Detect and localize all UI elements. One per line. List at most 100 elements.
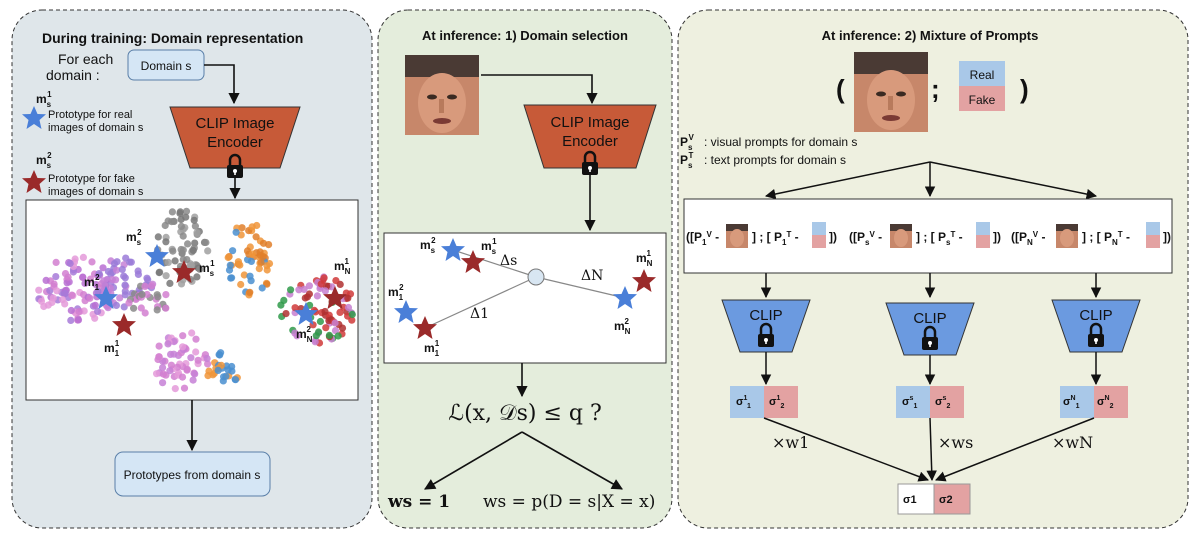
tsne-point <box>244 256 252 264</box>
tsne-point <box>291 304 299 312</box>
tsne-point <box>322 324 330 332</box>
tsne-point <box>141 309 149 317</box>
tsne-point <box>61 300 69 308</box>
clip-encoder-selection <box>523 104 657 169</box>
tsne-point <box>179 232 187 240</box>
weight-N-label: ×wN <box>1052 433 1093 452</box>
tsne-point <box>118 265 126 273</box>
tsne-point <box>67 306 75 315</box>
tsne-point <box>178 373 187 381</box>
tsne-point <box>331 327 340 335</box>
panel-selection-title: At inference: 1) Domain selection <box>422 28 628 43</box>
tsne-point <box>325 331 333 339</box>
tsne-point <box>313 292 321 300</box>
delta-N-label: ΔN <box>581 268 603 284</box>
tsne-point <box>91 301 99 309</box>
tsne-point <box>168 208 176 216</box>
tsne-point <box>338 324 347 332</box>
for-each-line2: domain : <box>46 67 100 83</box>
sel-label-m-12: m12 <box>388 283 404 302</box>
tsne-point <box>137 304 145 312</box>
tsne-point <box>86 275 95 283</box>
tsne-point <box>187 354 195 362</box>
tsne-point <box>166 367 174 375</box>
panel-training: During training: Domain representation F… <box>11 9 373 529</box>
tsne-point <box>177 222 185 230</box>
delta-1-label: Δ1 <box>470 306 489 322</box>
prompt-s-close: ]) <box>993 230 1001 244</box>
arrow-weight-1 <box>763 417 929 482</box>
prompt-N-close: ]) <box>1163 230 1171 244</box>
tsne-point <box>113 258 121 266</box>
tsne-point <box>282 310 290 318</box>
w-equals-prob: ws = p(D = s|X = x) <box>483 492 655 512</box>
tsne-point <box>180 384 189 392</box>
tsne-point <box>130 304 138 312</box>
tsne-point <box>224 253 232 262</box>
tsne-point <box>311 338 319 346</box>
delta-s-label: Δs <box>500 253 517 269</box>
tsne-point <box>194 356 202 364</box>
tsne-point <box>237 280 245 289</box>
tsne-point <box>112 301 120 309</box>
out-s-real <box>896 386 930 418</box>
tsne-point <box>258 284 266 292</box>
tsne-point <box>116 294 124 302</box>
tsne-point <box>95 270 103 278</box>
weight-1-label: ×w1 <box>772 433 809 452</box>
tsne-point <box>35 286 43 294</box>
tsne-point <box>321 287 329 295</box>
tsne-point <box>248 250 256 258</box>
tsne-point <box>91 314 99 322</box>
tsne-point <box>171 257 179 265</box>
tsne-point <box>155 353 163 361</box>
tsne-point <box>252 233 260 241</box>
mixture-face-image <box>854 52 928 132</box>
final-sigma1: σ1 <box>903 494 917 506</box>
tsne-point <box>121 291 129 299</box>
tsne-point <box>153 370 161 378</box>
tsne-point <box>229 247 237 255</box>
out-N-real <box>1060 386 1094 418</box>
tsne-point <box>287 286 295 294</box>
tsne-point <box>101 281 109 289</box>
tsne-point <box>192 348 200 356</box>
tsne-point <box>63 279 71 287</box>
prototypes-box <box>114 451 271 497</box>
tsne-point <box>291 329 299 337</box>
tsne-point <box>74 316 83 324</box>
tsne-point <box>61 289 69 298</box>
tsne-point <box>52 273 60 281</box>
tsne-point <box>191 370 199 378</box>
label-m-s2: ms2 <box>126 228 142 247</box>
pv-desc: : visual prompts for domain s <box>704 135 857 149</box>
fake-label: Fake <box>969 93 996 107</box>
tsne-point <box>154 293 162 301</box>
prompt-N-face <box>1056 224 1078 248</box>
tsne-point <box>344 303 353 312</box>
tsne-point <box>48 298 56 307</box>
encoder-training-line1: CLIP Image <box>196 115 275 132</box>
tsne-point <box>126 258 134 266</box>
tsne-point <box>204 360 212 368</box>
tsne-point <box>214 366 222 374</box>
tsne-point <box>108 275 116 284</box>
tsne-point <box>305 282 313 290</box>
tsne-point <box>225 266 234 274</box>
tsne-point <box>232 228 240 236</box>
tsne-point <box>66 259 74 268</box>
tsne-point <box>248 223 256 231</box>
tsne-point <box>176 208 184 216</box>
pv-symbol: PsV <box>680 133 694 152</box>
tsne-point <box>134 270 142 278</box>
pt-symbol: PsT <box>680 151 693 170</box>
tsne-point <box>321 307 329 316</box>
tsne-point <box>71 255 79 263</box>
prompt-1-chip <box>812 222 826 248</box>
encoder-selection-line2: Encoder <box>562 133 618 150</box>
tsne-point <box>348 310 356 319</box>
tsne-point <box>92 280 100 289</box>
tsne-point <box>53 287 61 295</box>
tsne-point <box>193 273 201 281</box>
